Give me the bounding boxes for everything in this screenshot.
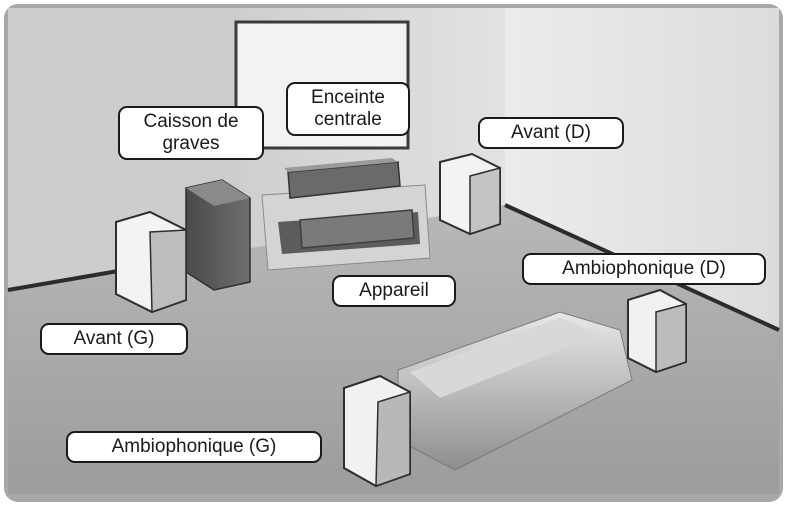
label-device-text: Appareil — [359, 280, 429, 301]
label-subwoofer-line-2: graves — [162, 133, 220, 154]
label-surround-right-text: Ambiophonique (D) — [562, 258, 726, 279]
front-left-speaker-side — [149, 229, 187, 314]
center-speaker-top — [284, 158, 398, 172]
label-front-right: Avant (D) — [478, 117, 624, 149]
label-subwoofer: Caisson de graves — [118, 106, 264, 160]
front-right-speaker-side — [469, 167, 501, 236]
label-center-line-2: centrale — [314, 109, 382, 130]
label-front-left-text: Avant (G) — [73, 328, 155, 349]
label-center-speaker: Enceinte centrale — [286, 82, 410, 136]
subwoofer-top — [186, 180, 250, 206]
label-surround-left: Ambiophonique (G) — [66, 431, 322, 463]
label-front-left: Avant (G) — [40, 323, 188, 355]
label-device: Appareil — [332, 275, 456, 307]
surround-left-speaker-side — [375, 390, 411, 488]
surround-right-speaker-side — [655, 303, 687, 374]
label-front-right-text: Avant (D) — [511, 122, 591, 143]
label-subwoofer-line-1: Caisson de — [143, 111, 239, 132]
label-center-line-1: Enceinte — [311, 87, 385, 108]
sofa-seat — [410, 318, 600, 398]
label-surround-left-text: Ambiophonique (G) — [111, 436, 277, 457]
label-surround-right: Ambiophonique (D) — [522, 253, 766, 285]
right-wall — [505, 8, 779, 330]
device-unit — [299, 209, 415, 249]
